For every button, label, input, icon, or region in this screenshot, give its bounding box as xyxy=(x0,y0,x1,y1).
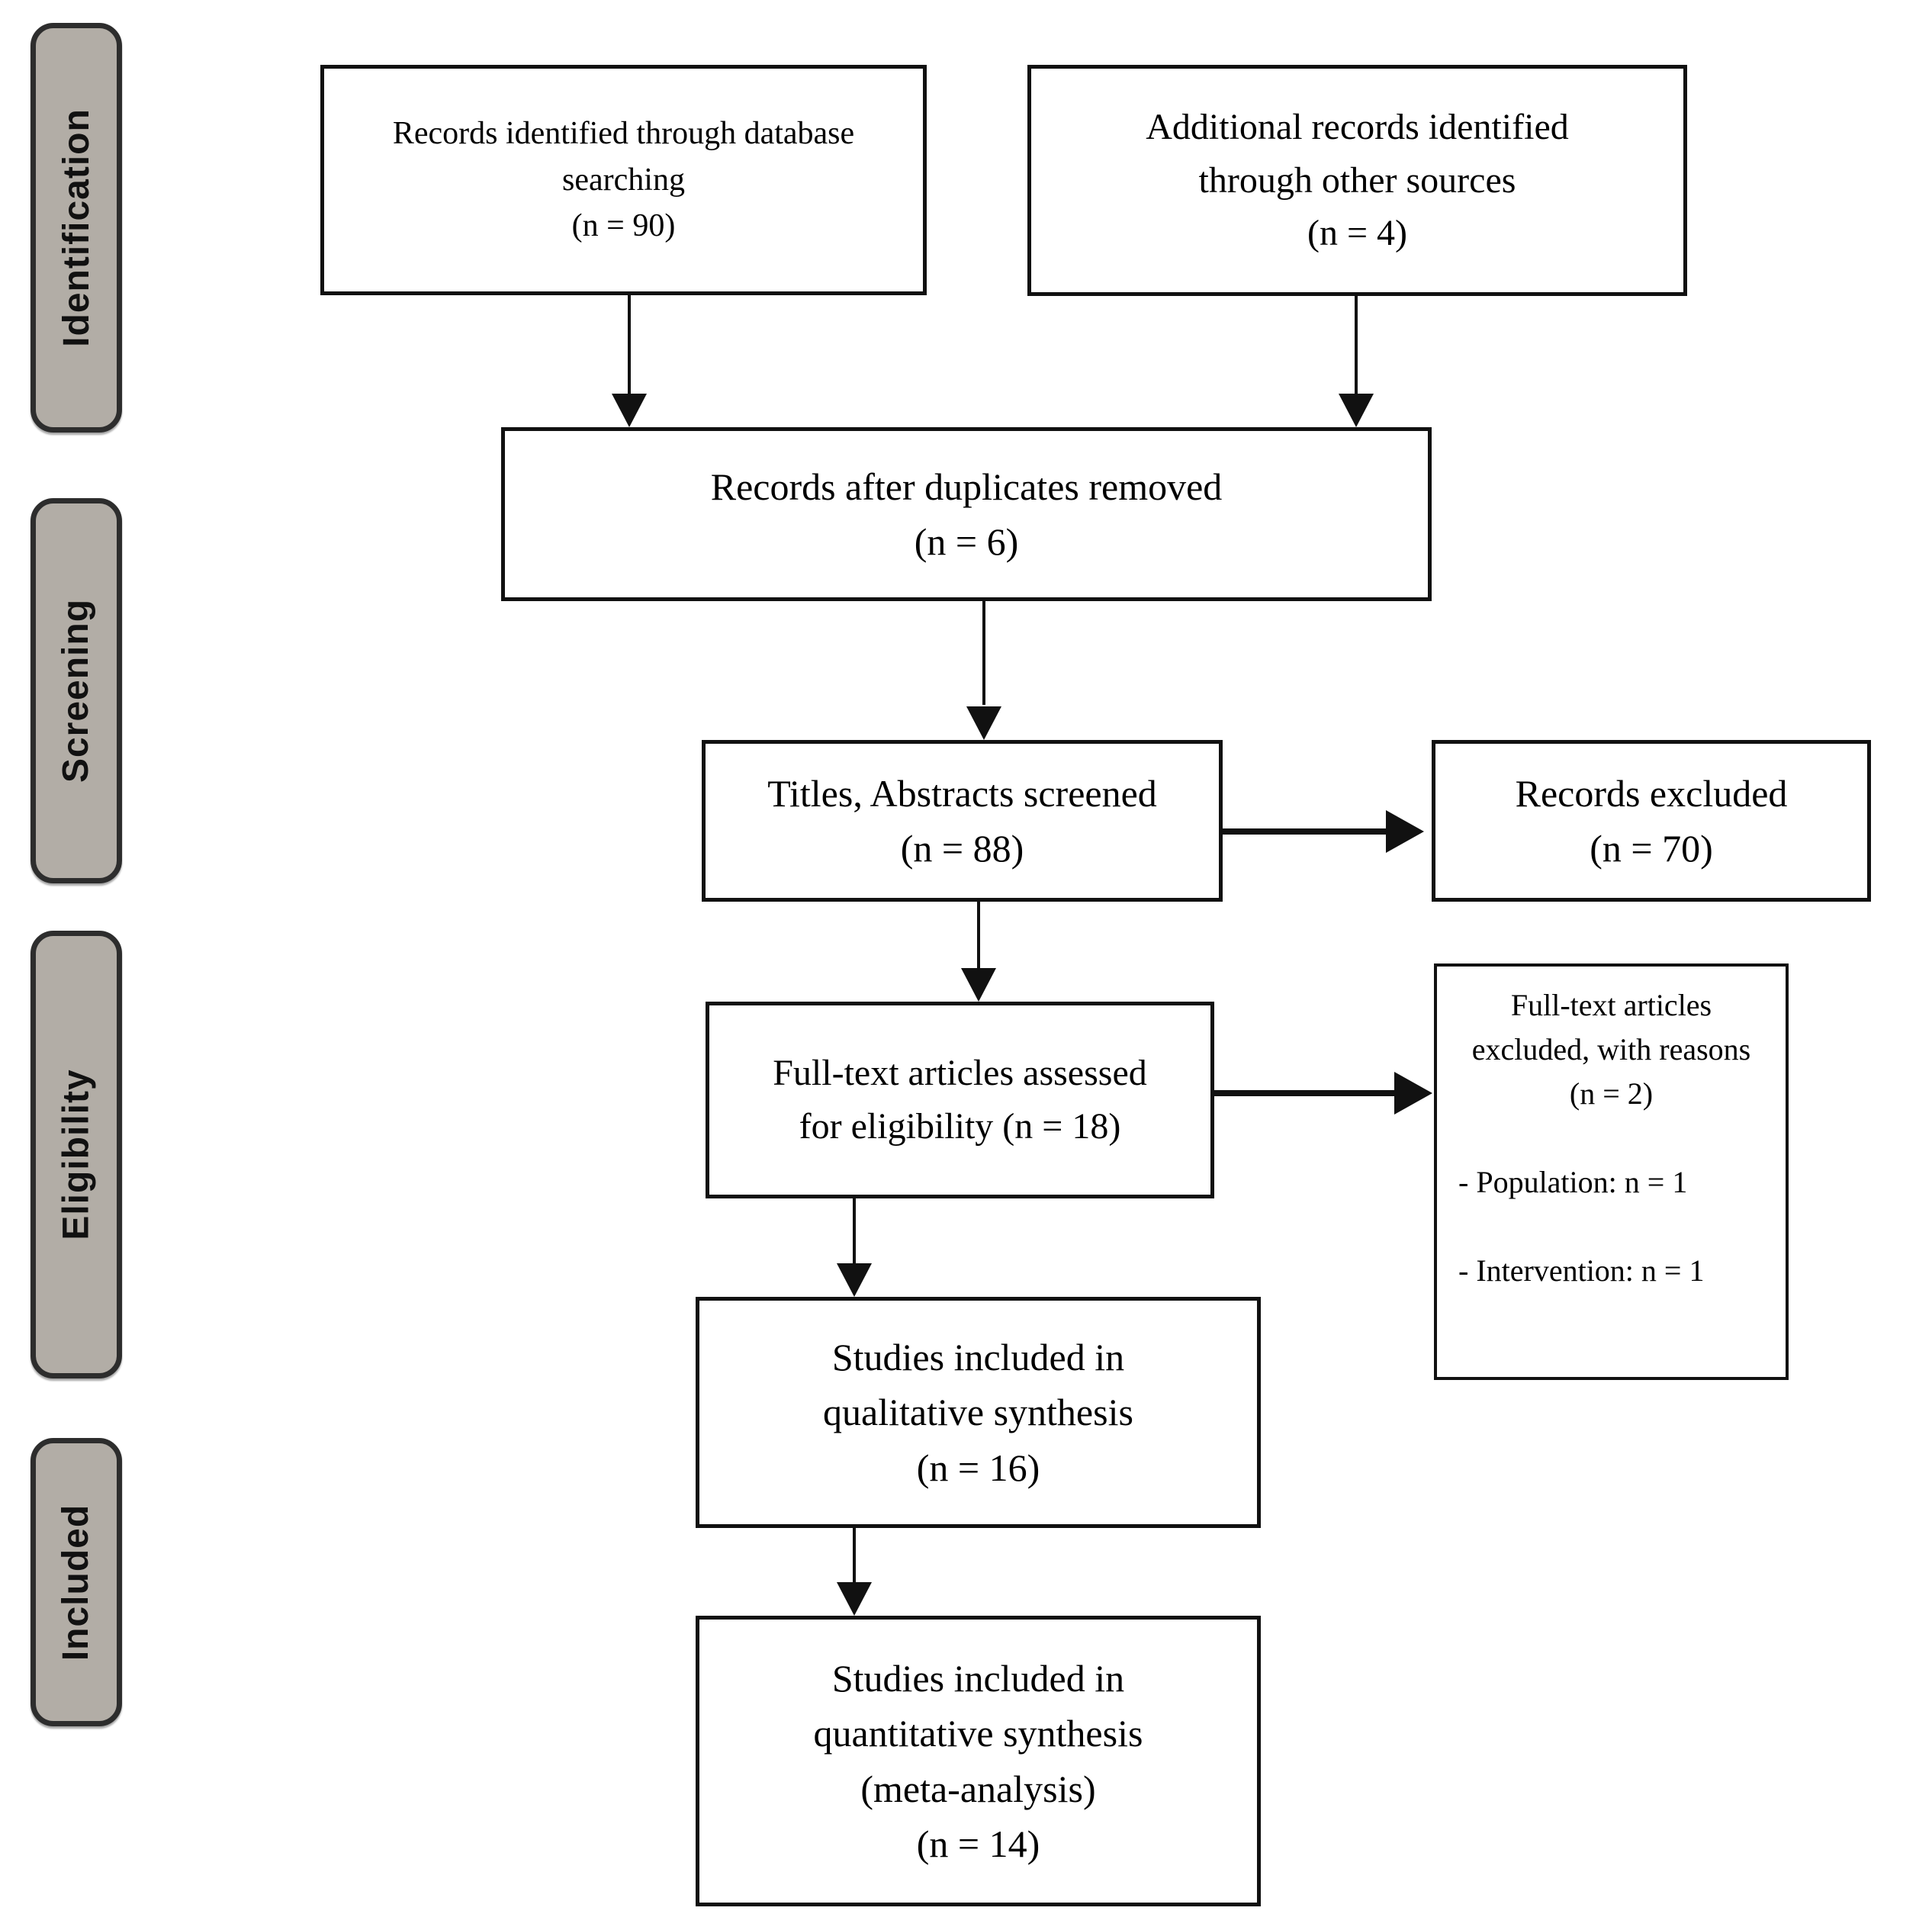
box-line: Studies included in xyxy=(831,1335,1125,1378)
box-line: quantitative synthesis xyxy=(813,1712,1143,1755)
box-line: (n = 70) xyxy=(1590,827,1713,870)
stage-label-screening: Screening xyxy=(56,598,97,783)
box-line: Records after duplicates removed xyxy=(710,465,1223,508)
arrow-screened-to-fulltext xyxy=(977,902,980,970)
box-line: (n = 6) xyxy=(914,520,1019,563)
box-records-identified: Records identified through database sear… xyxy=(320,65,927,295)
box-line: qualitative synthesis xyxy=(823,1391,1133,1434)
exclusion-reason-intervention: - Intervention: n = 1 xyxy=(1458,1253,1705,1288)
arrow-fulltext-to-excluded-reasons xyxy=(1214,1090,1396,1096)
arrowhead-down-icon xyxy=(612,394,647,427)
box-line: excluded, with reasons xyxy=(1471,1032,1751,1066)
arrow-records-identified-to-duplicates xyxy=(628,295,631,395)
box-qualitative-synthesis: Studies included in qualitative synthesi… xyxy=(696,1297,1261,1528)
arrowhead-down-icon xyxy=(837,1582,872,1616)
stage-included: Included xyxy=(31,1438,122,1726)
box-line: (n = 88) xyxy=(900,827,1024,870)
box-titles-screened: Titles, Abstracts screened (n = 88) xyxy=(702,740,1223,902)
box-line: (n = 14) xyxy=(916,1822,1040,1865)
arrowhead-down-icon xyxy=(966,706,1001,740)
arrowhead-right-icon xyxy=(1386,810,1424,853)
box-fulltext-excluded: Full-text articles excluded, with reason… xyxy=(1434,963,1789,1380)
box-duplicates-removed: Records after duplicates removed (n = 6) xyxy=(501,427,1432,601)
box-line: Records excluded xyxy=(1515,771,1788,815)
box-fulltext-assessed: Full-text articles assessed for eligibil… xyxy=(706,1002,1214,1198)
box-line: (n = 90) xyxy=(571,208,676,244)
box-line: Full-text articles assessed xyxy=(773,1053,1147,1094)
stage-identification: Identification xyxy=(31,23,122,433)
arrow-fulltext-to-qualitative xyxy=(853,1198,856,1265)
box-line: (n = 16) xyxy=(916,1446,1040,1489)
arrow-screened-to-excluded xyxy=(1223,828,1386,835)
arrow-additional-records-to-duplicates xyxy=(1355,296,1358,395)
box-line: (n = 2) xyxy=(1569,1076,1654,1111)
box-additional-records: Additional records identified through ot… xyxy=(1027,65,1687,296)
arrowhead-down-icon xyxy=(837,1263,872,1297)
exclusion-reason-population: - Population: n = 1 xyxy=(1458,1165,1688,1199)
arrowhead-right-icon xyxy=(1394,1072,1432,1115)
stage-label-identification: Identification xyxy=(56,108,97,347)
box-line: through other sources xyxy=(1198,159,1516,201)
box-line: (n = 4) xyxy=(1307,213,1408,254)
box-line: (meta-analysis) xyxy=(860,1767,1096,1810)
arrow-duplicates-to-screened xyxy=(982,601,985,705)
box-quantitative-synthesis: Studies included in quantitative synthes… xyxy=(696,1616,1261,1906)
box-line: Full-text articles xyxy=(1510,988,1712,1022)
arrowhead-down-icon xyxy=(961,968,996,1002)
arrowhead-down-icon xyxy=(1339,394,1374,427)
stage-label-eligibility: Eligibility xyxy=(56,1069,97,1240)
box-line: Titles, Abstracts screened xyxy=(767,771,1157,815)
box-line: Records identified through database xyxy=(392,115,855,151)
stage-screening: Screening xyxy=(31,498,122,883)
arrow-qualitative-to-quantitative xyxy=(853,1528,856,1584)
box-line: for eligibility (n = 18) xyxy=(799,1106,1121,1147)
box-line: searching xyxy=(562,162,685,198)
exclusion-reasons: - Population: n = 1 - Intervention: n = … xyxy=(1437,1116,1786,1293)
box-line: Studies included in xyxy=(831,1656,1125,1700)
stage-eligibility: Eligibility xyxy=(31,931,122,1378)
box-records-excluded: Records excluded (n = 70) xyxy=(1432,740,1871,902)
stage-label-included: Included xyxy=(56,1504,97,1661)
box-line: Additional records identified xyxy=(1146,107,1569,148)
